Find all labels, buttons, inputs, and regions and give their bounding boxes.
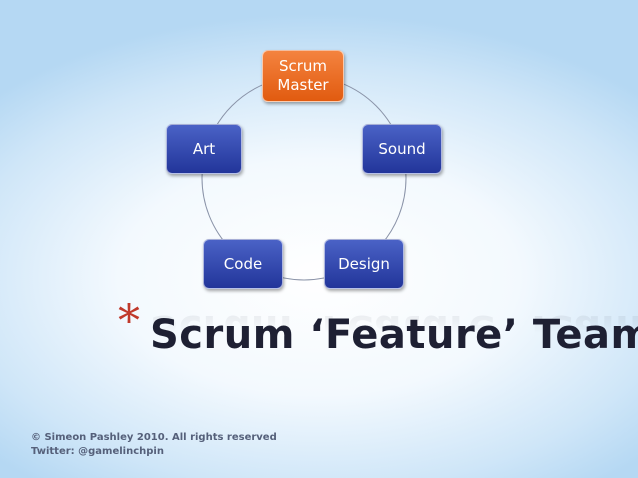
- slide-title: * Scrum ‘Feature’ Team Scrum ‘Feature’ T…: [118, 296, 638, 370]
- title-reflection: Scrum ‘Feature’ Team: [150, 306, 638, 352]
- node-design: Design: [324, 239, 404, 289]
- node-art: Art: [166, 124, 242, 174]
- node-scrum-master: Scrum Master: [262, 50, 344, 102]
- title-text: Scrum ‘Feature’ Team: [150, 312, 638, 358]
- title-bullet: *: [118, 296, 140, 347]
- footer: © Simeon Pashley 2010. All rights reserv…: [31, 431, 277, 459]
- node-sound: Sound: [362, 124, 442, 174]
- node-code: Code: [203, 239, 283, 289]
- copyright-text: © Simeon Pashley 2010. All rights reserv…: [31, 432, 277, 443]
- twitter-handle: Twitter: @gamelinchpin: [31, 446, 164, 457]
